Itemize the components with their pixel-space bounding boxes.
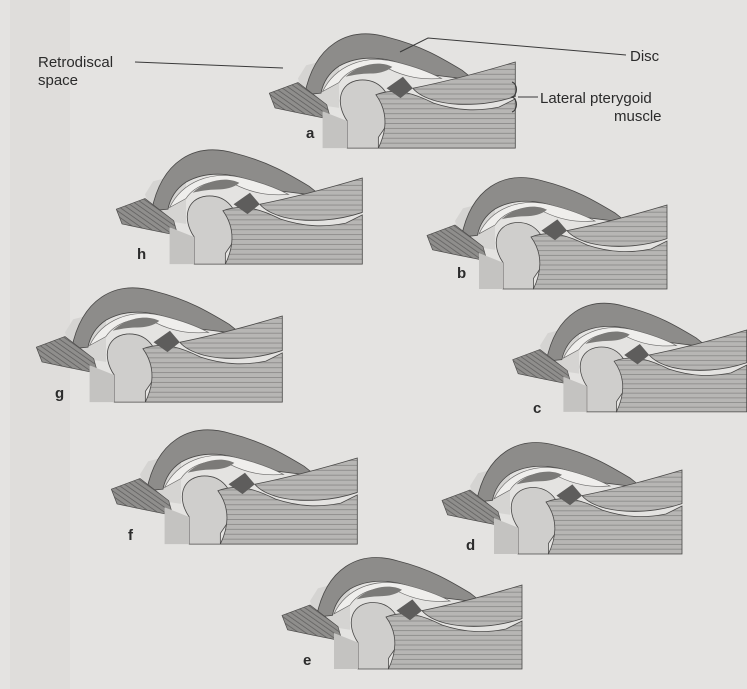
panel-label-a: a <box>306 125 314 142</box>
lateral-pterygoid-label-line1: Lateral pterygoid <box>540 90 652 107</box>
panel-label-e: e <box>303 652 311 669</box>
disc-label: Disc <box>630 48 659 65</box>
panel-label-c: c <box>533 400 541 417</box>
panel-label-d: d <box>466 537 475 554</box>
panel-label-f: f <box>128 527 133 544</box>
panel-label-b: b <box>457 265 466 282</box>
panel-label-h: h <box>137 246 146 263</box>
retrodiscal-label-line1: Retrodiscal <box>38 54 113 71</box>
lateral-pterygoid-label-line2: muscle <box>614 108 662 125</box>
panel-label-g: g <box>55 385 64 402</box>
retrodiscal-label-line2: space <box>38 72 78 89</box>
